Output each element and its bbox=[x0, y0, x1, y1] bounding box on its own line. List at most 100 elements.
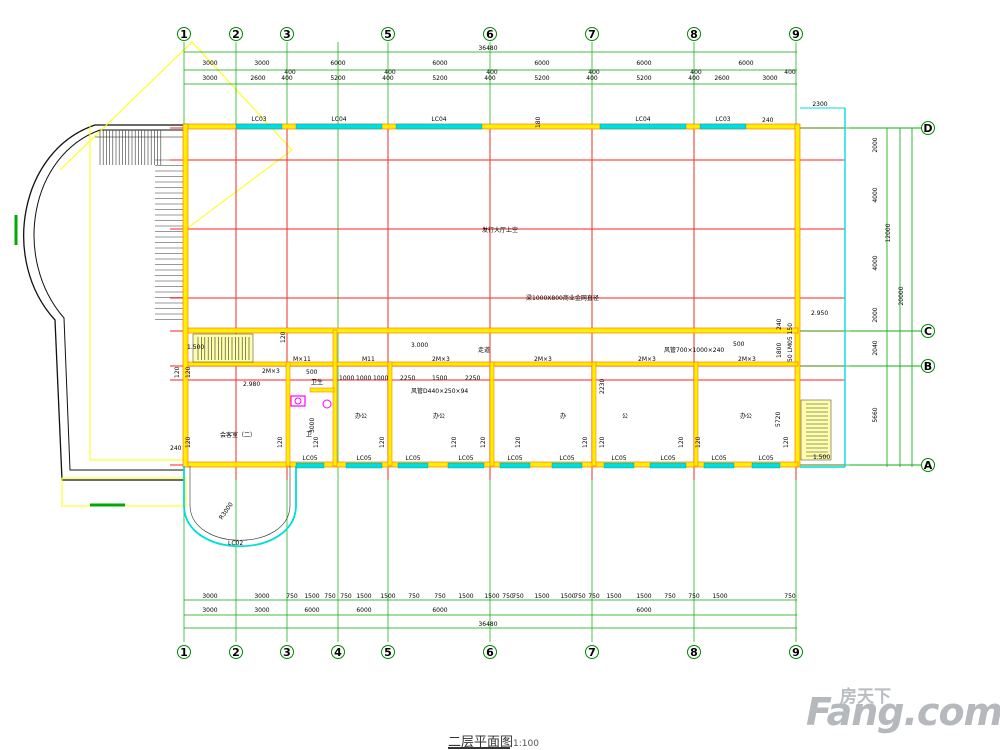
bot-dim1-3: 1500 bbox=[304, 593, 319, 600]
bot-dim1-2: 750 bbox=[286, 593, 298, 600]
window-lc03-a-label: LC03 bbox=[251, 116, 266, 123]
bot-dim1-20: 750 bbox=[664, 593, 676, 600]
watermark: 房天下 Fang.com bbox=[806, 676, 1000, 736]
right-dim-1: 4000 bbox=[872, 187, 879, 202]
dim-2230: 2230 bbox=[599, 379, 606, 394]
dim-240-top: 240 bbox=[762, 117, 774, 124]
bot-dim1-11: 1500 bbox=[484, 593, 499, 600]
top-dim2-4: 400 bbox=[382, 75, 394, 82]
bot-dim1-10: 1500 bbox=[458, 593, 473, 600]
dimension-lines bbox=[184, 51, 925, 629]
right-dim-total: 20000 bbox=[898, 286, 905, 305]
top-dim3-3: 400 bbox=[588, 69, 600, 76]
watermark-cn: 房天下 bbox=[840, 687, 891, 707]
top-dim2-12: 3000 bbox=[762, 75, 777, 82]
top-dim2-5: 5200 bbox=[432, 75, 447, 82]
mark-120-8: 120 bbox=[582, 436, 589, 448]
window-lc05-3-label: LC05 bbox=[458, 455, 473, 462]
window-lc04-c-label: LC04 bbox=[635, 116, 650, 123]
top-dim1-5: 6000 bbox=[636, 60, 651, 67]
axis-bottom-4-circle bbox=[331, 645, 345, 659]
top-dim2-3: 5200 bbox=[330, 75, 345, 82]
axis-right-B: B bbox=[921, 359, 935, 373]
top-dim2-8: 400 bbox=[586, 75, 598, 82]
bot-dim1-15: 1500 bbox=[560, 593, 575, 600]
axis-bottom-3: 3 bbox=[280, 645, 294, 659]
window-lc05-5-label: LC05 bbox=[559, 455, 574, 462]
axis-right-A-circle bbox=[921, 458, 935, 472]
axis-bottom-2-label: 2 bbox=[232, 646, 240, 659]
office-label-1: 办公 bbox=[355, 412, 367, 420]
axis-top-3-circle bbox=[280, 27, 294, 41]
dim-5720: 5720 bbox=[775, 412, 782, 427]
axis-bottom-9-label: 9 bbox=[792, 646, 800, 659]
axis-bottom-2: 2 bbox=[229, 645, 243, 659]
axis-top-9-label: 9 bbox=[792, 28, 800, 41]
bot-dim2-5: 6000 bbox=[636, 607, 651, 614]
bottom-total-dim: 36480 bbox=[478, 621, 497, 628]
mark-120-7: 120 bbox=[515, 436, 522, 448]
dim-500-b: 500 bbox=[733, 341, 745, 348]
axis-bottom-5-circle bbox=[381, 645, 395, 659]
window-lc05-7-label: LC05 bbox=[660, 455, 675, 462]
axis-top-2-circle bbox=[229, 27, 243, 41]
top-dim2-2: 400 bbox=[281, 75, 293, 82]
door-label-6: M×11 bbox=[293, 356, 311, 363]
axis-top-5-circle bbox=[381, 27, 395, 41]
mark-120-13: 120 bbox=[280, 331, 287, 343]
axis-right-A: A bbox=[921, 458, 935, 472]
window-lc04-b bbox=[395, 123, 483, 130]
window-lc05-5 bbox=[551, 462, 583, 469]
right-dim-0: 2000 bbox=[872, 137, 879, 152]
bot-dim1-6: 1500 bbox=[356, 593, 371, 600]
mark-120-5: 120 bbox=[451, 436, 458, 448]
mark-120-11: 120 bbox=[695, 436, 702, 448]
meeting-room-label: 会客室（二） bbox=[220, 431, 256, 439]
axis-top-2: 2 bbox=[229, 27, 243, 41]
top-dim1-4: 6000 bbox=[534, 60, 549, 67]
mark-120-3: 120 bbox=[313, 436, 320, 448]
mark-120-1: 120 bbox=[185, 436, 192, 448]
axis-right-C-circle bbox=[921, 324, 935, 338]
door-label-4: 2M×3 bbox=[638, 356, 656, 363]
mark-120-6: 120 bbox=[480, 436, 487, 448]
axis-bottom-1-label: 1 bbox=[180, 646, 188, 659]
axis-right-D-label: D bbox=[923, 122, 932, 135]
axis-bottom-3-label: 3 bbox=[283, 646, 291, 659]
dim-240-left: 240 bbox=[170, 445, 182, 452]
axis-bottom-6-circle bbox=[483, 645, 497, 659]
duct-label-2: 风管700×1000×240 bbox=[664, 346, 724, 354]
mark-120-12: 120 bbox=[783, 436, 790, 448]
axis-bottom-6: 6 bbox=[483, 645, 497, 659]
office-label-3b: 公 bbox=[622, 413, 628, 420]
watermark-en: Fang.com bbox=[806, 690, 1000, 734]
window-lc05-2-label: LC05 bbox=[405, 455, 420, 462]
elevation-2: 2.950 bbox=[811, 310, 828, 317]
hall-label: 发行大厅上空 bbox=[482, 226, 518, 234]
elevation-5: 1.500 bbox=[813, 454, 830, 461]
axis-right-D-circle bbox=[921, 121, 935, 135]
corridor-label: 走道 bbox=[478, 346, 490, 354]
mark-120-4: 120 bbox=[379, 436, 386, 448]
radius-label: R3000 bbox=[218, 501, 235, 521]
mark-120-9: 120 bbox=[599, 436, 606, 448]
axis-top-7: 7 bbox=[585, 27, 599, 41]
axis-right-C-label: C bbox=[924, 325, 932, 338]
dim-1500: 1500 bbox=[432, 375, 447, 382]
axis-top-9-circle bbox=[789, 27, 803, 41]
window-lc05-4-label: LC05 bbox=[507, 455, 522, 462]
top-dim2-9: 5200 bbox=[636, 75, 651, 82]
top-dim3-2: 400 bbox=[486, 69, 498, 76]
elevation-3: 1.500 bbox=[187, 344, 204, 351]
office-label-3: 办 bbox=[560, 412, 566, 420]
right-dim-3: 2000 bbox=[872, 307, 879, 322]
window-lc05-6 bbox=[603, 462, 635, 469]
drawing-title-text: 二层平面图 bbox=[448, 735, 514, 750]
axis-bottom-8: 8 bbox=[687, 645, 701, 659]
axis-bottom-9: 9 bbox=[789, 645, 803, 659]
top-dim1-6: 6000 bbox=[738, 60, 753, 67]
axis-top-6-circle bbox=[483, 27, 497, 41]
toilet-fixture bbox=[290, 395, 306, 407]
right-dim-4: 2040 bbox=[872, 340, 879, 355]
